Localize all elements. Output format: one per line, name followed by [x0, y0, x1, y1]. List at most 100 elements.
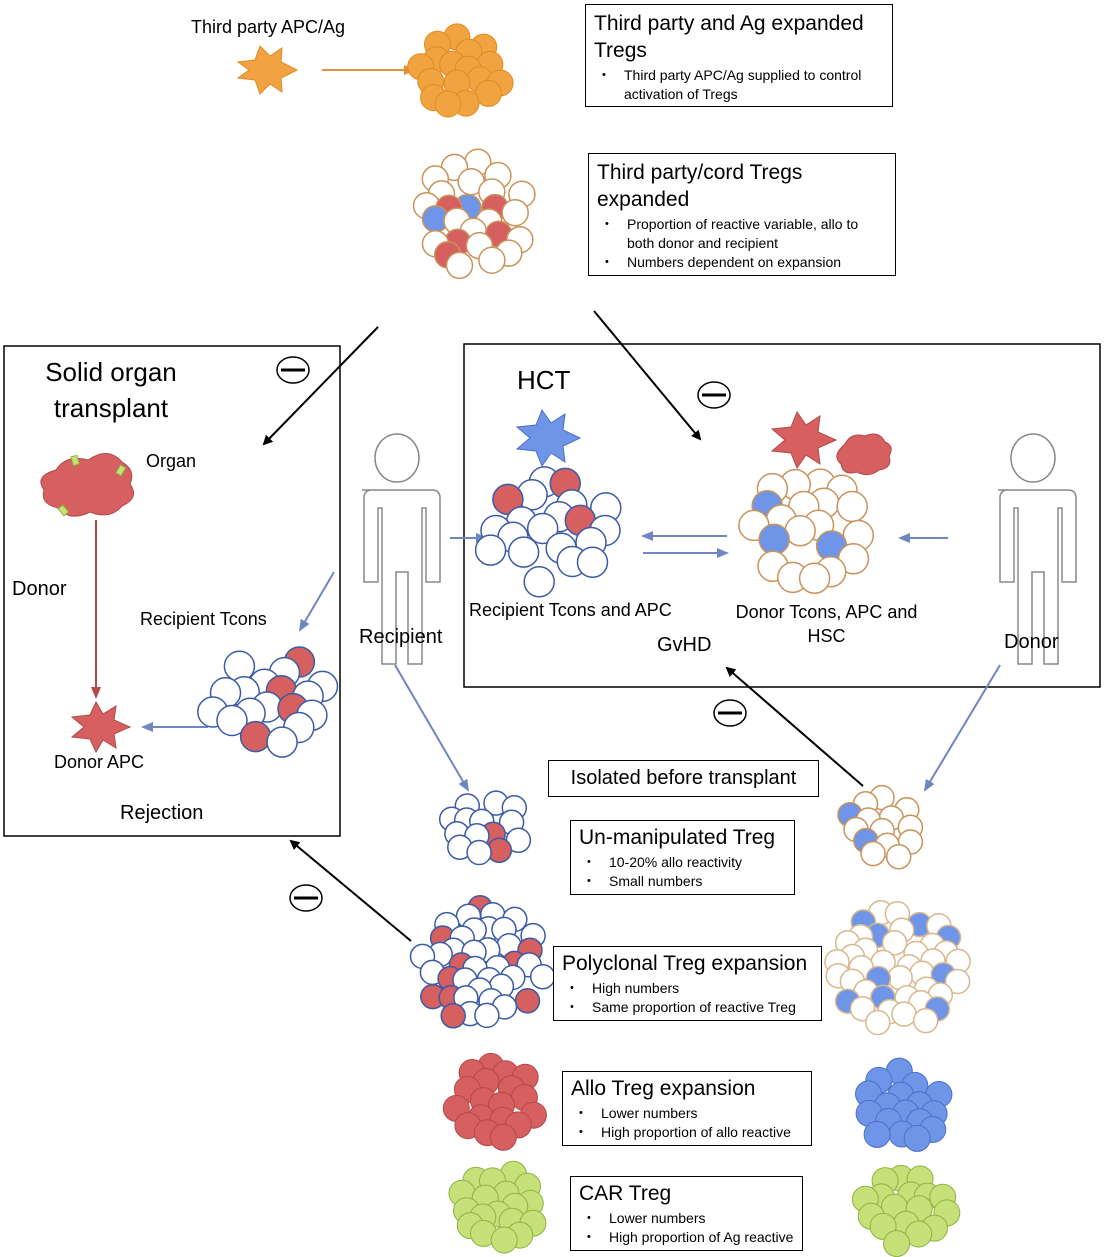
- box-bullets: Third party APC/Ag supplied to control a…: [594, 66, 884, 104]
- cell: [490, 1226, 518, 1254]
- allo-donor-cluster: [855, 1057, 953, 1152]
- organ-icon: [40, 453, 135, 517]
- cell: [489, 1123, 517, 1151]
- recipient-apc-star: [515, 408, 582, 468]
- box-title: Allo Treg expansion: [571, 1077, 756, 1100]
- box-title: CAR Treg: [579, 1182, 672, 1205]
- cell: [266, 726, 298, 758]
- bullet-item: High proportion of Ag reactive: [587, 1228, 794, 1247]
- donor-tcons-label: Donor Tcons, APC and HSC: [735, 602, 918, 646]
- cell: [863, 1120, 891, 1148]
- inhibition-symbol: [276, 356, 310, 384]
- gvhd-label: GvHD: [657, 634, 712, 656]
- cell: [440, 1003, 466, 1029]
- unmanipulated-treg-box: Un-manipulated Treg 10-20% allo reactivi…: [570, 820, 795, 895]
- hct-title: HCT: [517, 365, 571, 395]
- bullet-item: Lower numbers: [579, 1104, 803, 1123]
- cell: [514, 988, 541, 1014]
- cell: [576, 546, 609, 579]
- polyclonal-donor-cluster: [824, 899, 971, 1036]
- box-title: Un-manipulated Treg: [579, 826, 776, 849]
- cell: [445, 251, 474, 280]
- bullet-item: Lower numbers: [587, 1209, 794, 1228]
- recipient-tcons-apc-label: Recipient Tcons and APC: [469, 600, 672, 620]
- inhibition-symbol: [697, 381, 731, 409]
- cell: [758, 523, 790, 556]
- donor-apc-label: Donor APC: [54, 752, 145, 772]
- solid-organ-frame: [3, 345, 341, 837]
- polyclonal-treg-box: Polyclonal Treg expansion High numbers S…: [553, 946, 822, 1021]
- cell: [912, 1007, 939, 1034]
- donor-apc-star: [770, 410, 838, 470]
- bullet-item: 10-20% allo reactivity: [587, 853, 786, 872]
- cell: [474, 79, 502, 107]
- box-bullets: Lower numbers High proportion of Ag reac…: [579, 1209, 794, 1247]
- cell: [216, 704, 248, 737]
- cell: [239, 720, 272, 753]
- cell: [865, 1009, 891, 1036]
- cell: [223, 650, 256, 682]
- box-title: Polyclonal Treg expansion: [562, 952, 808, 975]
- bullet-item: Proportion of reactive variable, allo to…: [605, 215, 887, 253]
- donor-tcons-cluster: [738, 468, 875, 594]
- rejection-label: Rejection: [120, 802, 204, 824]
- box-title: Third party and Ag expanded Tregs: [594, 12, 864, 62]
- arrow-recipient-treg-to-rejection: [289, 839, 412, 942]
- cell: [529, 963, 556, 990]
- solid-organ-donor-apc-star: [70, 700, 132, 754]
- car-recipient-cluster: [448, 1160, 547, 1254]
- unmanipulated-donor-cluster: [837, 784, 924, 870]
- cell: [478, 246, 506, 274]
- solid-organ-title: Solid organ transplant: [45, 357, 177, 423]
- cell: [474, 1002, 500, 1029]
- donor-label-solid-organ: Donor: [12, 578, 67, 600]
- bullet-item: Small numbers: [587, 872, 786, 891]
- cell: [434, 90, 462, 118]
- allo-treg-box: Allo Treg expansion Lower numbers High p…: [562, 1071, 812, 1146]
- bullet-item: Same proportion of reactive Treg: [570, 998, 813, 1017]
- arrow-to-hct: [593, 310, 702, 441]
- cell: [474, 534, 507, 566]
- third-party-label: Third party APC/Ag: [191, 17, 346, 37]
- inhibition-symbol: [289, 884, 323, 912]
- allo-recipient-cluster: [442, 1052, 547, 1151]
- polyclonal-recipient-cluster: [409, 894, 556, 1029]
- inhibition-symbol: [713, 699, 747, 727]
- third-party-apc-star: [236, 45, 299, 95]
- donor-cloud-cell: [836, 433, 892, 476]
- cell: [526, 512, 559, 545]
- cell: [881, 930, 908, 956]
- orange-treg-cluster: [407, 23, 514, 118]
- cell: [860, 840, 886, 867]
- recipient-person-icon: [362, 433, 441, 665]
- recipient-tcons-label: Recipient Tcons: [140, 609, 267, 629]
- arrow-recipient-to-tcons: [298, 571, 335, 632]
- third-party-expanded-box: Third party and Ag expanded Tregs Third …: [585, 4, 893, 107]
- cell: [798, 562, 831, 594]
- cell: [891, 1001, 917, 1027]
- box-bullets: 10-20% allo reactivity Small numbers: [579, 853, 786, 891]
- unmanipulated-recipient-cluster: [438, 790, 532, 866]
- box-bullets: Proportion of reactive variable, allo to…: [597, 215, 887, 272]
- cell: [523, 566, 555, 598]
- box-title: Third party/cord Tregs expanded: [597, 161, 803, 211]
- cell: [501, 198, 529, 227]
- cell: [836, 490, 868, 523]
- donor-person-icon: [998, 433, 1077, 665]
- car-treg-box: CAR Treg Lower numbers High proportion o…: [570, 1176, 803, 1251]
- cell: [466, 839, 492, 866]
- car-donor-cluster: [851, 1164, 961, 1257]
- bullet-item: High numbers: [570, 979, 813, 998]
- arrow-donor-treg-to-gvhd: [725, 666, 864, 787]
- arrow-recipient-to-isolated: [394, 664, 470, 792]
- third-party-treg-cluster: [412, 148, 536, 280]
- organ-label: Organ: [146, 451, 197, 471]
- arrow-donor-to-isolated: [923, 664, 1001, 792]
- arrow-to-solid-organ: [262, 326, 379, 446]
- cell: [507, 536, 540, 568]
- recipient-label: Recipient: [359, 626, 443, 648]
- box-bullets: High numbers Same proportion of reactive…: [562, 979, 813, 1017]
- hct-frame: [463, 343, 1101, 688]
